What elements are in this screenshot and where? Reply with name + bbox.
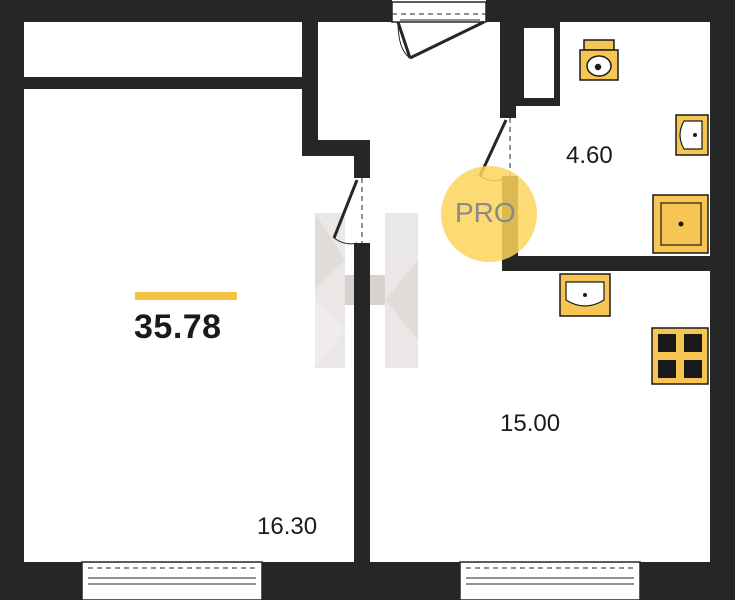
pro-badge: [441, 166, 537, 262]
stove-icon: [651, 327, 709, 385]
door-icon: [391, 1, 487, 60]
kitchen-area-label: 15.00: [500, 410, 561, 437]
pro-badge-text: PRO: [455, 197, 516, 228]
washbasin-icon: [675, 114, 709, 156]
total-area-label: 35.78: [134, 308, 222, 346]
kitchen-sink-icon: [559, 273, 611, 317]
window-icon: [81, 561, 263, 600]
bathroom-area-label: 4.60: [566, 142, 613, 169]
door-icon: [332, 178, 370, 245]
shower-tray-icon: [652, 194, 709, 254]
window-icon: [459, 561, 641, 600]
toilet-icon: [579, 39, 619, 81]
accent-bar: [135, 292, 237, 300]
living-room-area-label: 16.30: [257, 513, 318, 540]
